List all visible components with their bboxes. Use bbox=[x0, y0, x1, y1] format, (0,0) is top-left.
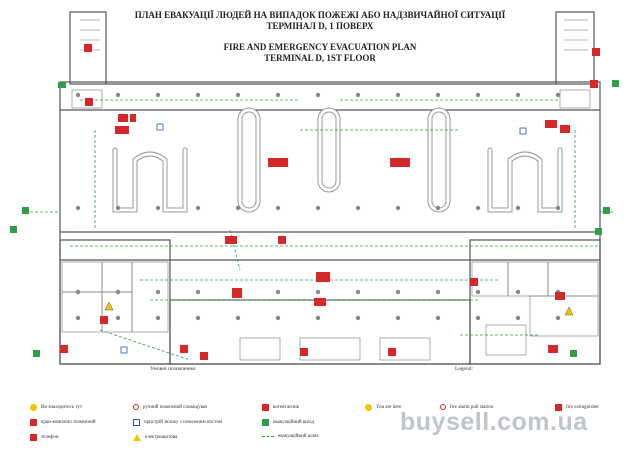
column bbox=[275, 315, 281, 321]
electro-warning-icon bbox=[133, 434, 141, 441]
legend-fire-hydrant-ua: кран-комплект пожежний bbox=[30, 419, 96, 426]
column bbox=[75, 289, 81, 295]
communication-device-icons bbox=[120, 123, 527, 354]
column bbox=[115, 315, 121, 321]
legend-you-are-here-ua: Ви знаходитесь тут bbox=[30, 404, 82, 411]
column bbox=[355, 289, 361, 295]
column bbox=[275, 289, 281, 295]
column bbox=[315, 205, 321, 211]
column bbox=[395, 315, 401, 321]
column bbox=[395, 289, 401, 295]
column bbox=[355, 315, 361, 321]
column bbox=[115, 289, 121, 295]
fire-equipment bbox=[60, 44, 600, 360]
legend-hose-device-ua: пристрій зв'язку з пожежним постом bbox=[133, 419, 222, 426]
column bbox=[475, 205, 481, 211]
column bbox=[315, 289, 321, 295]
column bbox=[155, 205, 161, 211]
column bbox=[515, 315, 521, 321]
column bbox=[75, 315, 81, 321]
column bbox=[195, 315, 201, 321]
legend-heading-en: Legend: bbox=[455, 366, 474, 372]
column bbox=[435, 315, 441, 321]
column bbox=[315, 315, 321, 321]
evacuation-route-icon bbox=[262, 436, 274, 437]
legend-heading-ua: Умовні позначення: bbox=[150, 366, 197, 372]
column bbox=[475, 315, 481, 321]
column bbox=[435, 205, 441, 211]
column bbox=[235, 205, 241, 211]
emergency-exit-icon bbox=[262, 419, 269, 426]
column bbox=[235, 92, 241, 98]
watermark: buysell.com.ua bbox=[400, 408, 588, 436]
title-ua-line1: ПЛАН ЕВАКУАЦІЇ ЛЮДЕЙ НА ВИПАДОК ПОЖЕЖІ А… bbox=[134, 10, 506, 20]
column bbox=[315, 92, 321, 98]
legend-phone-ua: телефон bbox=[30, 434, 59, 441]
column bbox=[395, 205, 401, 211]
column bbox=[515, 205, 521, 211]
legend-extinguisher-en: fire extinguisher bbox=[555, 404, 599, 411]
exit-signs bbox=[10, 80, 619, 357]
electro-warning-icons bbox=[104, 301, 574, 316]
column bbox=[235, 315, 241, 321]
column bbox=[555, 205, 561, 211]
pull-station-icon bbox=[440, 404, 446, 410]
pull-station-icon bbox=[133, 404, 139, 410]
extinguisher-icon bbox=[555, 404, 562, 411]
title-en-line1: FIRE AND EMERGENCY EVACUATION PLAN bbox=[223, 42, 417, 52]
column bbox=[195, 205, 201, 211]
extinguisher-icon bbox=[262, 404, 269, 411]
column bbox=[155, 315, 161, 321]
column bbox=[555, 92, 561, 98]
column bbox=[355, 92, 361, 98]
columns bbox=[75, 92, 561, 321]
column bbox=[555, 315, 561, 321]
legend: Умовні позначення: Legend: Ви знаходитес… bbox=[0, 366, 640, 453]
floor-plan bbox=[10, 11, 619, 365]
legend-pull-station-en: fire alarm pull station bbox=[440, 404, 493, 410]
legend-pull-station-ua: ручний пожежний сповіщувач bbox=[133, 404, 207, 410]
column bbox=[355, 205, 361, 211]
legend-electro-ua: електрощитова bbox=[133, 434, 177, 441]
column bbox=[435, 92, 441, 98]
legend-evac-route-ua: евакуаційний шлях bbox=[262, 434, 319, 439]
legend-emergency-exit-ua: евакуаційний вихід bbox=[262, 419, 314, 426]
column bbox=[115, 92, 121, 98]
column bbox=[475, 92, 481, 98]
legend-you-are-here-en: You are here bbox=[365, 404, 401, 411]
column bbox=[75, 92, 81, 98]
phone-icon bbox=[30, 434, 37, 441]
column bbox=[75, 205, 81, 211]
you-are-here-icon bbox=[365, 404, 372, 411]
column bbox=[435, 289, 441, 295]
column bbox=[115, 205, 121, 211]
building-walls bbox=[59, 11, 601, 365]
column bbox=[515, 92, 521, 98]
column bbox=[475, 289, 481, 295]
title-en-line2: TERMINAL D, 1ST FLOOR bbox=[264, 53, 376, 63]
column bbox=[275, 205, 281, 211]
column bbox=[195, 92, 201, 98]
column bbox=[395, 92, 401, 98]
column bbox=[195, 289, 201, 295]
communication-device-icon bbox=[133, 419, 140, 426]
title-ua-line2: ТЕРМІНАЛ D, 1 ПОВЕРХ bbox=[266, 21, 374, 31]
legend-extinguisher-ua: вогнегасник bbox=[262, 404, 299, 411]
column bbox=[275, 92, 281, 98]
column bbox=[515, 289, 521, 295]
fire-hydrant-icon bbox=[30, 419, 37, 426]
column bbox=[155, 289, 161, 295]
column bbox=[155, 92, 161, 98]
you-are-here-icon bbox=[30, 404, 37, 411]
